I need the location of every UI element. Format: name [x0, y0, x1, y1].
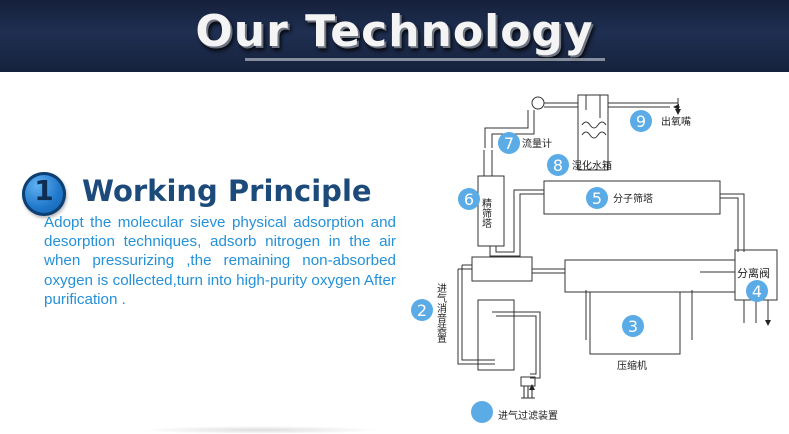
fine-sieve-tower [477, 175, 505, 247]
badge-intake-filter [471, 401, 493, 423]
badge-7: 7 [498, 132, 520, 154]
badge-9: 9 [630, 110, 652, 132]
title-underline [245, 58, 605, 61]
section-description: Adopt the molecular sieve physical adsor… [44, 214, 396, 308]
badge-8-number: 8 [553, 156, 563, 175]
label-compressor: 压缩机 [617, 359, 647, 372]
badge-3: 3 [622, 315, 644, 337]
section-title: Working Principle [82, 174, 372, 208]
bottom-shadow [140, 426, 380, 434]
label-molecular-sieve: 分子筛塔 [613, 192, 653, 205]
humidifier-water-wave [581, 121, 607, 129]
badge-4: 4 [746, 280, 768, 302]
label-intake-muffler: 进气消音装置 [435, 283, 447, 343]
pipe-sieve-to-flowmeter [484, 110, 529, 148]
badge-4-number: 4 [752, 282, 762, 301]
section-heading: 1 Working Principle [22, 172, 402, 216]
compressor-upper [564, 259, 736, 293]
badge-2: 2 [411, 299, 433, 321]
section-number-badge: 1 [22, 172, 66, 216]
badge-5-number: 5 [592, 189, 602, 208]
label-fine-sieve: 精筛塔 [480, 197, 492, 229]
badge-5: 5 [586, 187, 608, 209]
header-banner: Our Technology [0, 0, 789, 72]
label-flowmeter: 流量计 [522, 137, 552, 150]
page-title: Our Technology [195, 6, 594, 57]
label-oxygen-outlet: 出氧嘴 [661, 115, 691, 128]
badge-3-number: 3 [628, 317, 638, 336]
badge-9-number: 9 [636, 112, 646, 131]
flowmeter-top [531, 96, 545, 110]
badge-7-number: 7 [504, 134, 514, 153]
label-separation-valve: 分离阀 [737, 266, 770, 280]
badge-6: 6 [458, 188, 480, 210]
intake-muffler [477, 299, 515, 371]
badge-8: 8 [547, 154, 569, 176]
badge-2-number: 2 [417, 301, 427, 320]
label-intake-filter: 进气过滤装置 [498, 409, 558, 422]
compressor-body [589, 291, 681, 355]
humidifier-tank [577, 94, 609, 171]
badge-6-number: 6 [464, 190, 474, 209]
section-number: 1 [34, 174, 54, 207]
label-humidifier: 湿化水箱 [572, 159, 612, 172]
